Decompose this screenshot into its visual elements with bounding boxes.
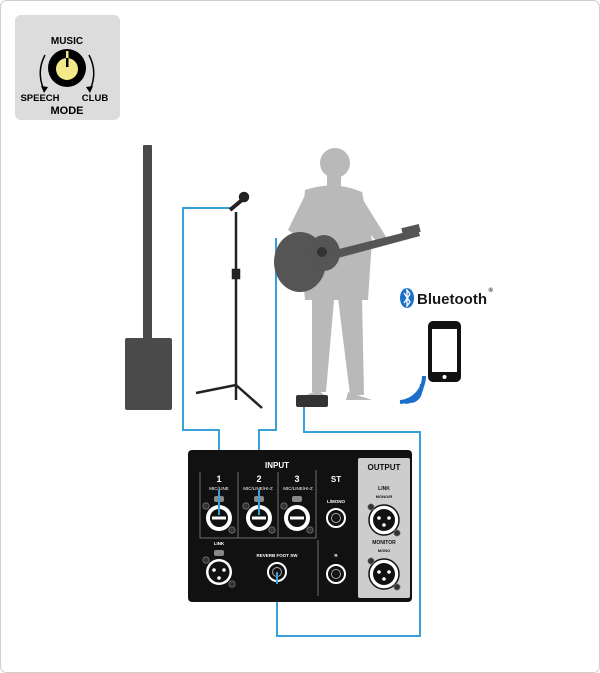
screw-icon — [268, 526, 276, 534]
screw-icon — [280, 502, 288, 510]
screw-icon — [242, 502, 250, 510]
channel-2-label: MIC/LINE/HI-Z — [243, 486, 273, 491]
footswitch-icon — [296, 395, 328, 407]
screw-icon — [202, 502, 210, 510]
wireless-signal-icon — [399, 375, 427, 404]
xlr-latch — [214, 550, 224, 556]
screw-icon — [228, 526, 236, 534]
channel-1-label: MIC/LINE — [209, 486, 229, 491]
bluetooth-logo: Bluetooth ® — [400, 287, 493, 308]
output-link-sublabel: MONO/R — [376, 494, 393, 499]
screw-icon — [228, 580, 236, 588]
smartphone-icon — [428, 321, 461, 382]
screw-icon — [367, 557, 375, 565]
connectors — [202, 490, 401, 591]
combo-jack-latch — [292, 496, 302, 502]
mode-title: MODE — [51, 105, 84, 117]
microphone-stand-icon — [195, 191, 263, 409]
footswitch-cable — [276, 405, 421, 637]
mode-dial: MUSIC SPEECH CLUB MODE — [15, 15, 120, 120]
st-title: ST — [331, 475, 341, 484]
output-link-label: LINK — [378, 486, 390, 492]
channel-1-number: 1 — [216, 474, 221, 484]
screw-icon — [367, 503, 375, 511]
channel-3-number: 3 — [294, 474, 299, 484]
mode-speech-label: SPEECH — [20, 93, 59, 104]
speaker-icon — [125, 145, 172, 410]
screw-icon — [306, 526, 314, 534]
link-label: LINK — [214, 541, 225, 546]
screw-icon — [202, 556, 210, 564]
mode-club-label: CLUB — [82, 93, 109, 104]
output-title: OUTPUT — [368, 463, 401, 472]
screw-icon — [393, 583, 401, 591]
reverb-footswitch-label: REVERB FOOT SW — [256, 553, 298, 558]
channel-3-label: MIC/LINE/HI-Z — [283, 486, 313, 491]
channel-2-number: 2 — [256, 474, 261, 484]
mode-music-label: MUSIC — [51, 36, 83, 47]
st-l-label: L/MONO — [327, 499, 345, 504]
guitarist-icon — [274, 148, 421, 400]
st-r-label: R — [334, 553, 338, 558]
output-monitor-sublabel: MONO — [378, 548, 390, 553]
input-title: INPUT — [265, 461, 289, 470]
output-monitor-label: MONITOR — [372, 540, 396, 546]
bluetooth-label: Bluetooth — [417, 291, 487, 308]
screw-icon — [393, 529, 401, 537]
bluetooth-registered-mark: ® — [488, 287, 493, 294]
